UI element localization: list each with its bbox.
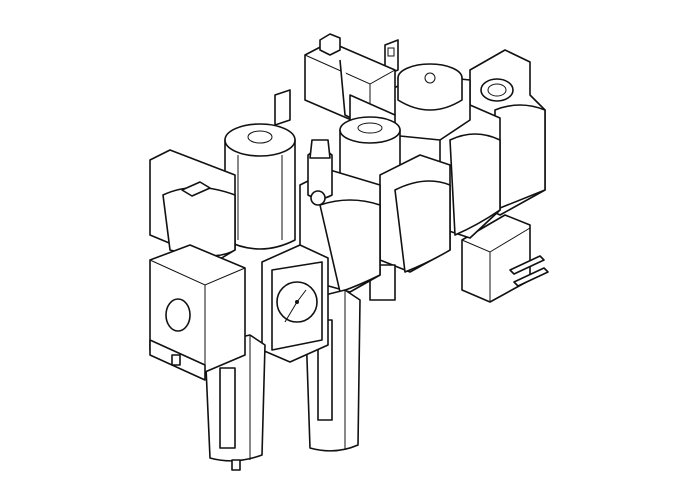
shutoff-valve-module <box>149 149 246 381</box>
middle-module <box>369 154 451 301</box>
pressure-switch-module <box>384 39 471 141</box>
connector-box <box>461 214 549 303</box>
pressure-gauge-module <box>261 244 329 363</box>
regulator-cap <box>224 89 296 250</box>
